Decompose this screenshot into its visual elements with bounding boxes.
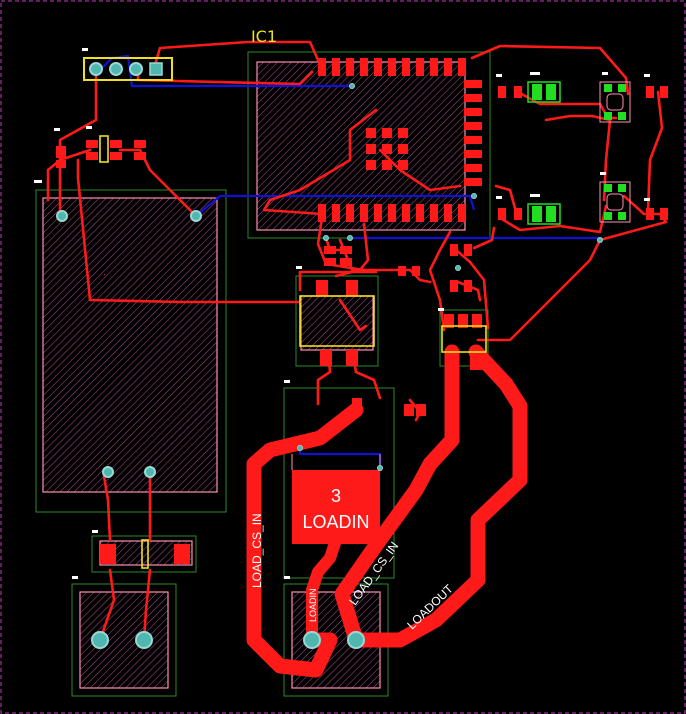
- selection-highlights: [99, 135, 487, 569]
- regulator-body: [300, 295, 374, 351]
- net-label-load-cs-in-left: LOAD_CS_IN: [250, 513, 264, 588]
- component-bodies: [42, 61, 466, 689]
- ic1-label: IC1: [251, 27, 277, 46]
- power-traces: [246, 344, 528, 678]
- ic1-pads: [318, 58, 482, 222]
- via-icon: [455, 265, 461, 271]
- ic1-body: [256, 61, 466, 231]
- through-hole-pad-icon: [190, 210, 202, 222]
- via-icon: [471, 193, 477, 199]
- via-icon: [323, 235, 329, 241]
- battery-holder-body: [42, 197, 218, 493]
- loadin-copper-pad: [292, 470, 380, 544]
- via-icon: [597, 237, 603, 243]
- through-hole-pad-icon: [91, 631, 109, 649]
- header-j1: [83, 57, 173, 81]
- net-label-loadin: LOADIN: [308, 588, 318, 622]
- through-hole-pads: [56, 210, 365, 649]
- loadin-pad-name: LOADIN: [302, 512, 369, 532]
- loadin-pad-number: 3: [331, 486, 341, 506]
- through-hole-pad-icon: [303, 631, 321, 649]
- through-hole-pad-icon: [56, 210, 68, 222]
- through-hole-pad-icon: [347, 631, 365, 649]
- through-hole-pad-icon: [135, 631, 153, 649]
- designator-marks: [34, 48, 650, 579]
- smd-components: [56, 86, 668, 564]
- through-hole-pad-icon: [144, 466, 156, 478]
- via-icon: [377, 465, 383, 471]
- via-icon: [349, 83, 355, 89]
- via-icon: [297, 445, 303, 451]
- via-icon: [347, 235, 353, 241]
- through-hole-pad-icon: [102, 466, 114, 478]
- push-buttons: [599, 81, 631, 223]
- led-indicators: [527, 81, 561, 225]
- vias: [297, 83, 603, 471]
